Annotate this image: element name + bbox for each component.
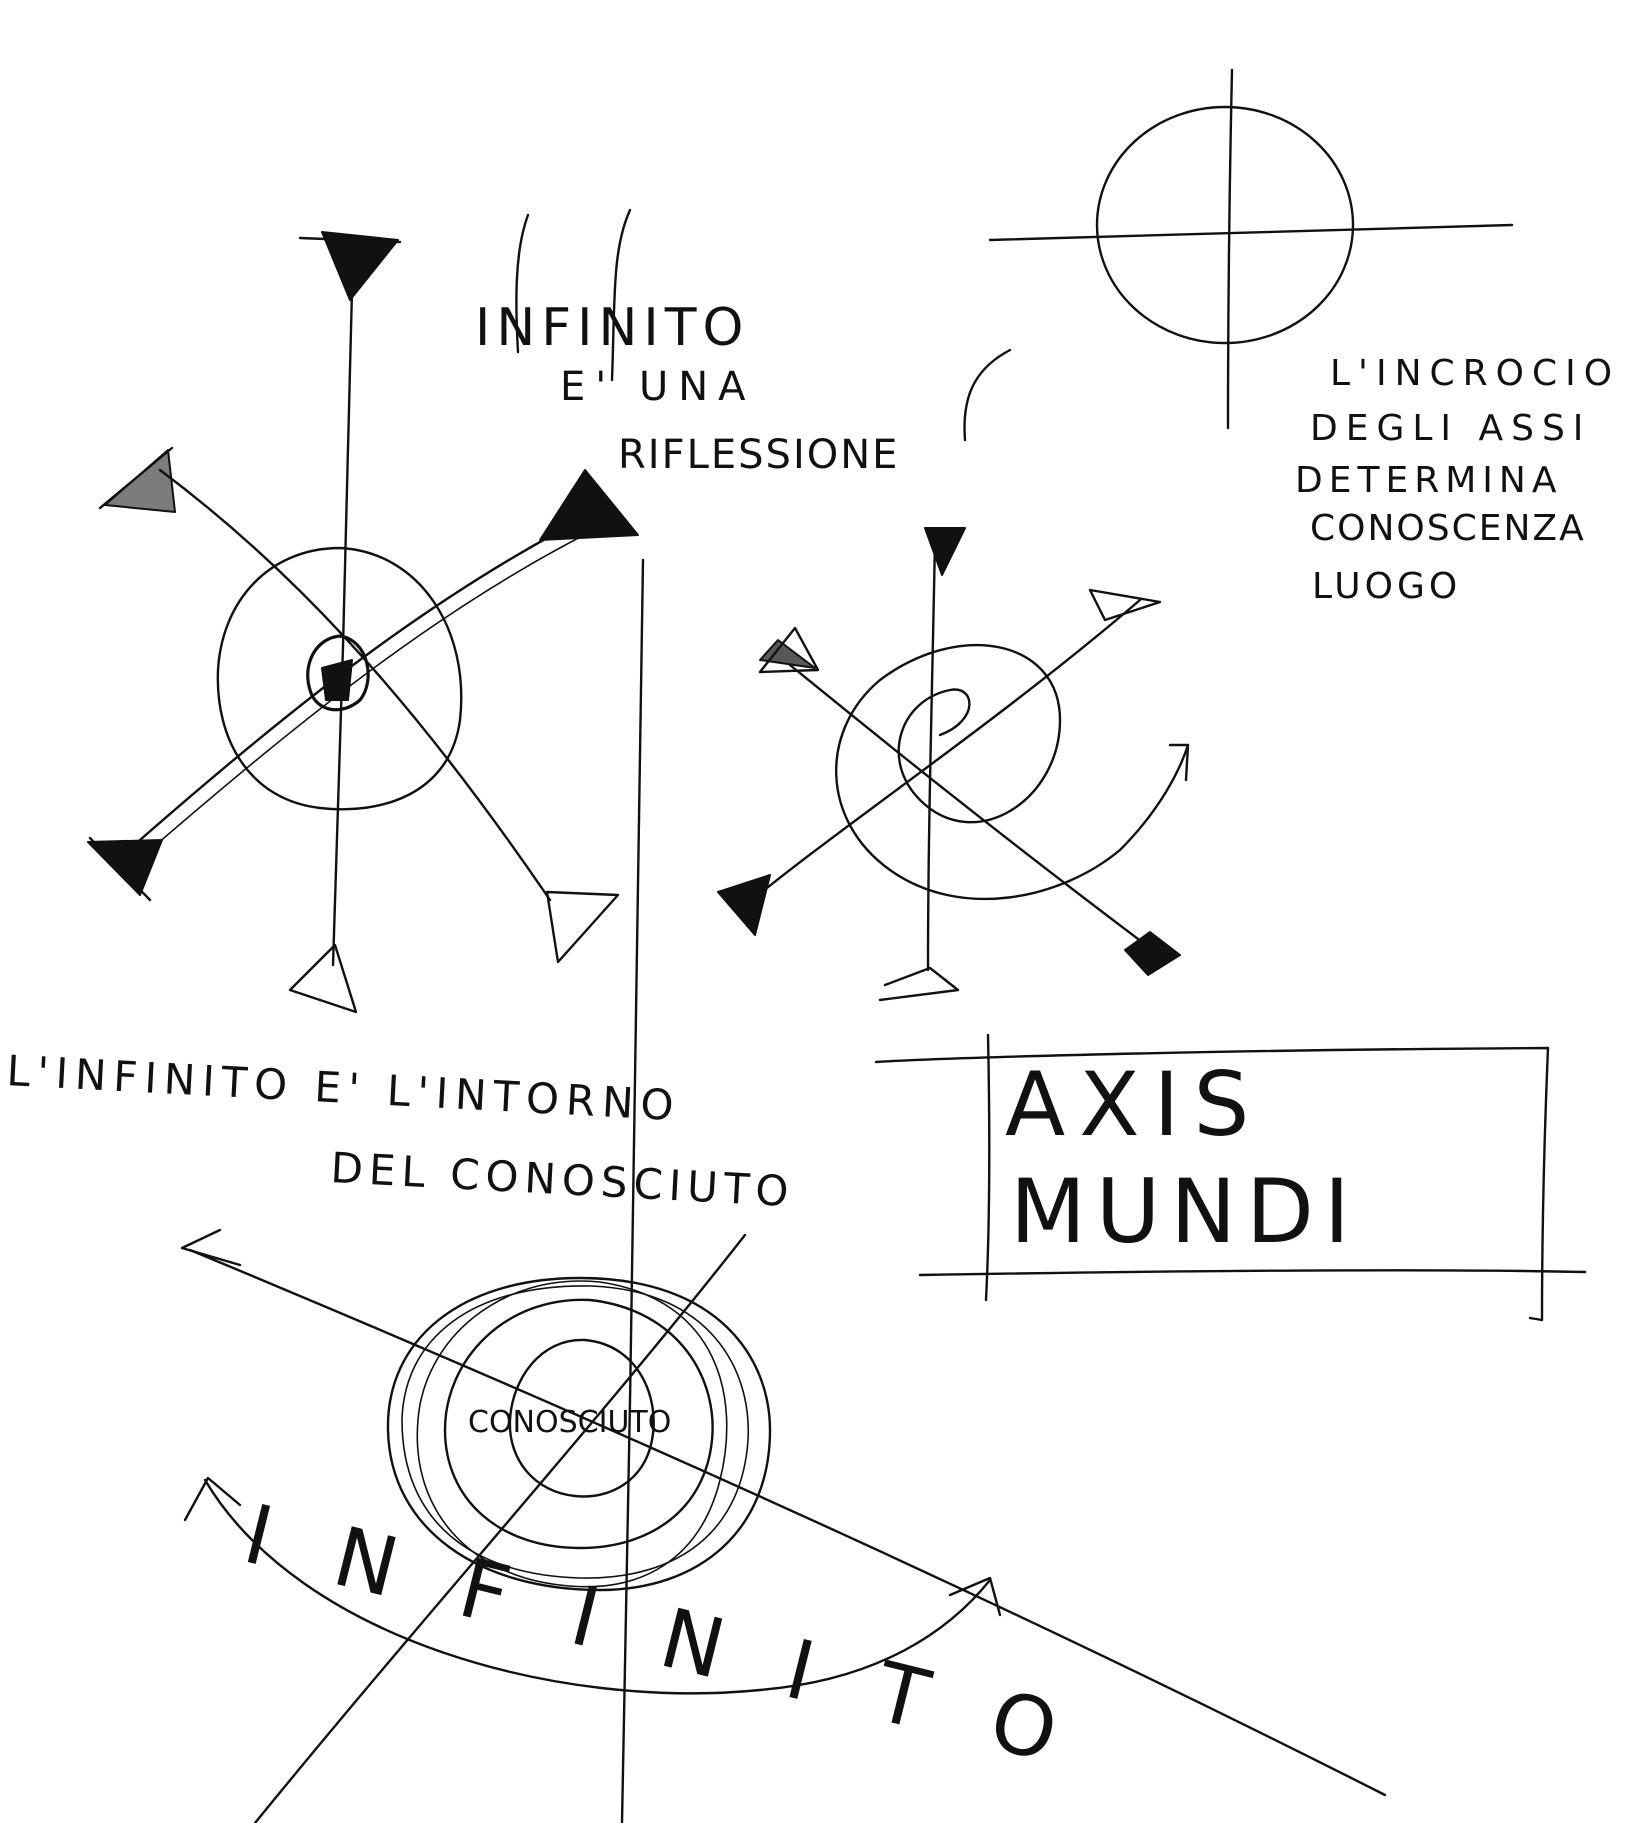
conosciuto-label: CONOSCIUTO [468, 1405, 671, 1440]
central-vertical-axis [620, 558, 645, 1823]
axes-star-diagram [87, 231, 639, 1014]
mundi-text: MUNDI [1010, 1160, 1360, 1263]
intorno-text-2: DEL CONOSCIUTO [329, 1143, 795, 1216]
intorno-text-1: L'INFINITO E' L'INTORNO [5, 1046, 681, 1130]
spiral-axes-diagram [717, 527, 1190, 1002]
incrocio-text-4: CONOSCENZA [1310, 508, 1586, 549]
note-incrocio-assi: L'INCROCIO DEGLI ASSI DETERMINA CONOSCEN… [1295, 353, 1620, 607]
axis-mundi-box: AXIS MUNDI [874, 1033, 1587, 1322]
incrocio-text-5: LUOGO [1312, 566, 1461, 607]
incrocio-text-2: DEGLI ASSI [1310, 408, 1591, 449]
infinito-text-2: E' UNA [560, 364, 756, 410]
incrocio-text-3: DETERMINA [1295, 460, 1562, 501]
circle-crosshair-diagram [988, 68, 1514, 430]
note-infinito-intorno: L'INFINITO E' L'INTORNO DEL CONOSCIUTO [5, 1046, 795, 1216]
infinito-text-3: RIFLESSIONE [618, 432, 899, 478]
concentric-conosciuto-diagram: CONOSCIUTO INFINITO [180, 1228, 1387, 1823]
infinito-text-1: INFINITO [475, 298, 749, 358]
arc-infinito-text: INFINITO [235, 1487, 1132, 1797]
incrocio-text-1: L'INCROCIO [1330, 353, 1620, 394]
axis-text: AXIS [1005, 1053, 1263, 1156]
note-infinito-riflessione: INFINITO E' UNA RIFLESSIONE [475, 208, 1012, 478]
